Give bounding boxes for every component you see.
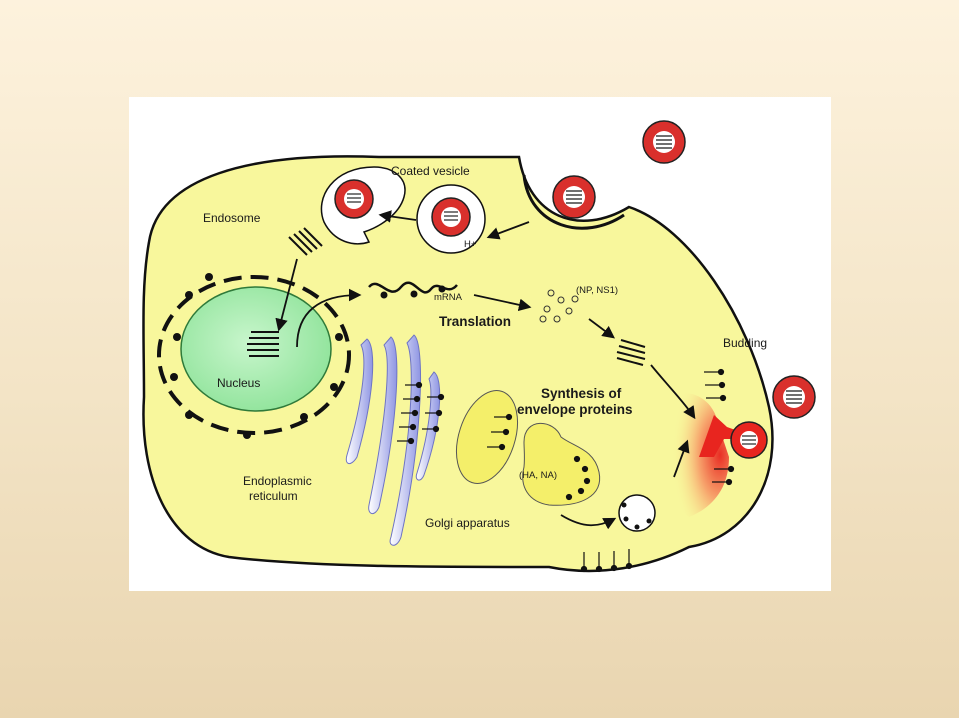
label-endosome: Endosome (203, 211, 261, 225)
arrow-membrane-to-budding (673, 439, 690, 478)
process-arrows (275, 210, 696, 530)
nuclear-envelope (157, 275, 351, 435)
np-ns1-proteins (539, 289, 579, 323)
endoplasmic-reticulum (345, 334, 441, 546)
arrow-mrna-to-translation (473, 294, 532, 312)
virus-free-top (642, 120, 686, 164)
endocytosis-pit (522, 174, 625, 230)
golgi-membrane-proteins (487, 413, 591, 501)
endosome (320, 166, 406, 245)
membrane-spikes-budding (704, 368, 735, 486)
nuclear-pore-proteins (170, 273, 343, 439)
label-translation: Translation (439, 314, 511, 329)
arrow-nucleus-to-mrna (296, 288, 362, 348)
label-er-line2: reticulum (249, 489, 298, 503)
coated-vesicle (416, 184, 486, 254)
arrow-vesicle-to-endosome (378, 210, 417, 223)
virus-entering (552, 175, 596, 219)
arrow-rnp-to-budding (650, 364, 696, 420)
secretory-vesicle (618, 494, 656, 532)
rnp-segments-cytoplasm (616, 339, 646, 366)
label-mrna: mRNA (434, 292, 463, 303)
arrow-entry-to-vesicle (486, 221, 530, 240)
arrow-endosome-to-nucleus (275, 258, 298, 332)
golgi-apparatus (456, 390, 601, 506)
arrow-translation-to-rnp (588, 318, 616, 339)
er-membrane-proteins (397, 381, 445, 445)
influenza-replication-figure: Coated vesicle Endosome mRNA (NP, NS1) T… (129, 97, 831, 591)
arrow-golgi-to-membrane (560, 514, 617, 530)
virus-budding (730, 421, 768, 459)
label-np-ns1: (NP, NS1) (576, 285, 618, 296)
label-synthesis-line1: Synthesis of (541, 386, 622, 401)
label-h-plus: H+ (464, 239, 477, 250)
virus-budded-right (772, 375, 816, 419)
rnp-segments-nucleus (247, 331, 279, 357)
cell-membrane (142, 155, 774, 573)
label-nucleus: Nucleus (217, 376, 260, 390)
label-er-line1: Endoplasmic (243, 474, 312, 488)
ribosomes (380, 285, 446, 299)
rnp-segments-endosome (288, 227, 323, 256)
label-budding: Budding (723, 336, 767, 350)
label-coated-vesicle: Coated vesicle (391, 164, 470, 178)
label-ha-na: (HA, NA) (519, 470, 557, 481)
label-golgi: Golgi apparatus (425, 516, 510, 530)
label-synthesis-line2: envelope proteins (517, 402, 633, 417)
budding-stalk (699, 415, 741, 457)
membrane-spikes-bottom (580, 549, 633, 573)
